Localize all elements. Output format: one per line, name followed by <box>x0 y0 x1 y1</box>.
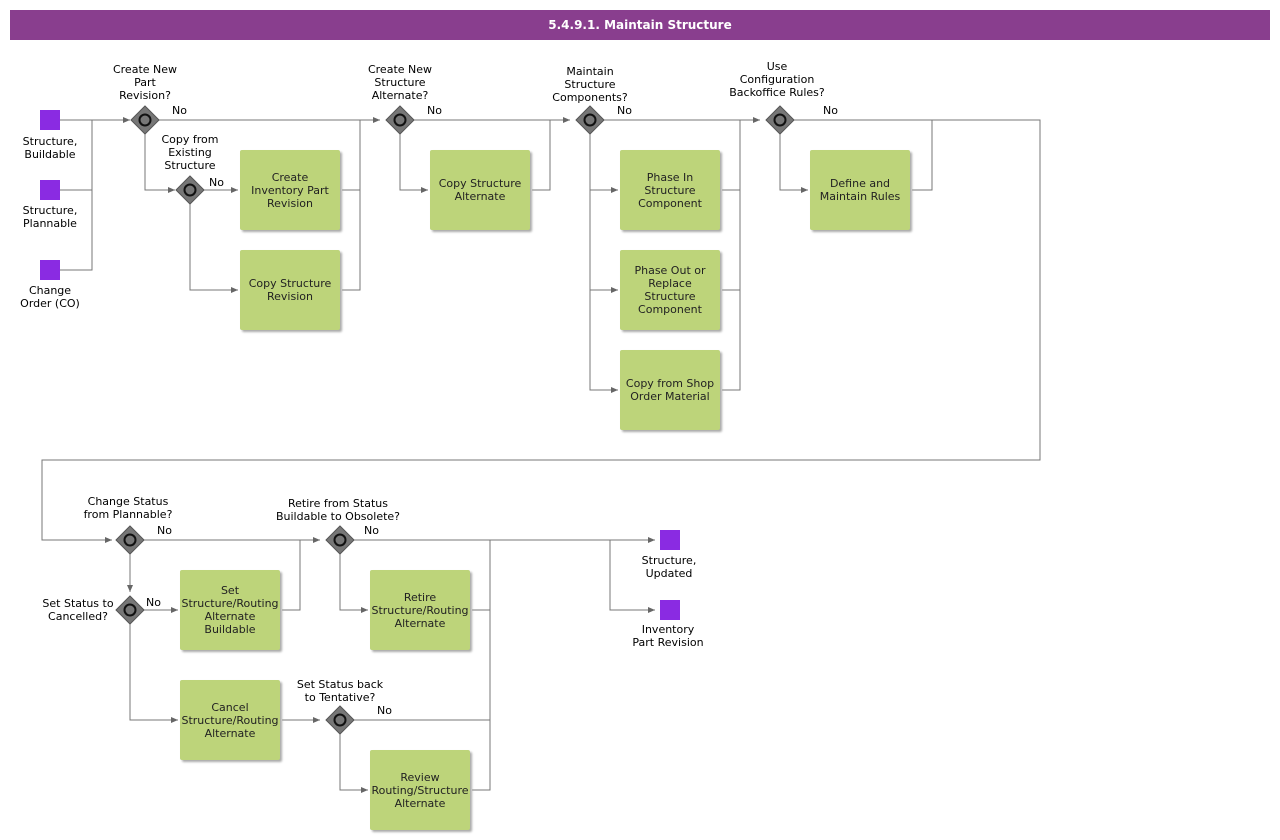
no-label: No <box>377 704 392 717</box>
gateway-label: Use Configuration Backoffice Rules? <box>729 60 825 99</box>
task-label: Phase Out or Replace Structure Component <box>634 264 706 316</box>
no-label: No <box>364 524 379 537</box>
gateway-label: Set Status to Cancelled? <box>42 597 114 623</box>
gateway-icon <box>765 105 795 135</box>
end-event-label: Inventory Part Revision <box>632 623 704 649</box>
task-label: Copy Structure Revision <box>248 277 332 303</box>
gateway-icon <box>115 595 145 625</box>
gateway-icon <box>115 525 145 555</box>
task-set-buildable[interactable]: Set Structure/Routing Alternate Buildabl… <box>180 570 280 650</box>
task-label: Retire Structure/Routing Alternate <box>371 590 469 630</box>
task-phase-out-component[interactable]: Phase Out or Replace Structure Component <box>620 250 720 330</box>
gateway-icon <box>385 105 415 135</box>
no-label: No <box>209 176 224 189</box>
task-cancel-alternate[interactable]: Cancel Structure/Routing Alternate <box>180 680 280 760</box>
no-label: No <box>172 104 187 117</box>
gateway-icon <box>325 525 355 555</box>
start-event-structure-buildable <box>40 110 60 130</box>
gateway-label: Set Status back to Tentative? <box>296 678 384 704</box>
task-define-maintain-rules[interactable]: Define and Maintain Rules <box>810 150 910 230</box>
gateway-icon <box>130 105 160 135</box>
no-label: No <box>146 596 161 609</box>
gateway-label: Create New Part Revision? <box>112 63 178 102</box>
task-retire-alternate[interactable]: Retire Structure/Routing Alternate <box>370 570 470 650</box>
task-label: Define and Maintain Rules <box>819 177 901 203</box>
start-event-change-order <box>40 260 60 280</box>
gateway-icon <box>325 705 355 735</box>
task-label: Review Routing/Structure Alternate <box>371 770 469 810</box>
task-label: Cancel Structure/Routing Alternate <box>181 700 279 740</box>
gateway-icon <box>575 105 605 135</box>
no-label: No <box>823 104 838 117</box>
diagram-title: 5.4.9.1. Maintain Structure <box>10 10 1270 40</box>
task-label: Set Structure/Routing Alternate Buildabl… <box>181 584 279 636</box>
gateway-label: Create New Structure Alternate? <box>367 63 433 102</box>
gateway-label: Copy from Existing Structure <box>161 133 219 172</box>
task-review-alternate[interactable]: Review Routing/Structure Alternate <box>370 750 470 830</box>
end-event-label: Structure, Updated <box>641 554 697 580</box>
no-label: No <box>617 104 632 117</box>
task-label: Create Inventory Part Revision <box>251 170 329 210</box>
task-copy-structure-revision[interactable]: Copy Structure Revision <box>240 250 340 330</box>
end-event-inventory-part-revision <box>660 600 680 620</box>
task-copy-structure-alternate[interactable]: Copy Structure Alternate <box>430 150 530 230</box>
start-event-label: Structure, Plannable <box>22 204 78 230</box>
task-phase-in-component[interactable]: Phase In Structure Component <box>620 150 720 230</box>
start-event-label: Change Order (CO) <box>20 284 80 310</box>
task-copy-shop-order-material[interactable]: Copy from Shop Order Material <box>620 350 720 430</box>
task-label: Copy Structure Alternate <box>438 177 522 203</box>
start-event-structure-plannable <box>40 180 60 200</box>
task-label: Phase In Structure Component <box>638 170 702 210</box>
gateway-label: Maintain Structure Components? <box>552 65 628 104</box>
gateway-label: Change Status from Plannable? <box>83 495 173 521</box>
gateway-icon <box>175 175 205 205</box>
task-label: Copy from Shop Order Material <box>625 377 715 403</box>
task-create-inventory-part-revision[interactable]: Create Inventory Part Revision <box>240 150 340 230</box>
no-label: No <box>427 104 442 117</box>
start-event-label: Structure, Buildable <box>22 135 78 161</box>
no-label: No <box>157 524 172 537</box>
gateway-label: Retire from Status Buildable to Obsolete… <box>275 497 401 523</box>
end-event-structure-updated <box>660 530 680 550</box>
